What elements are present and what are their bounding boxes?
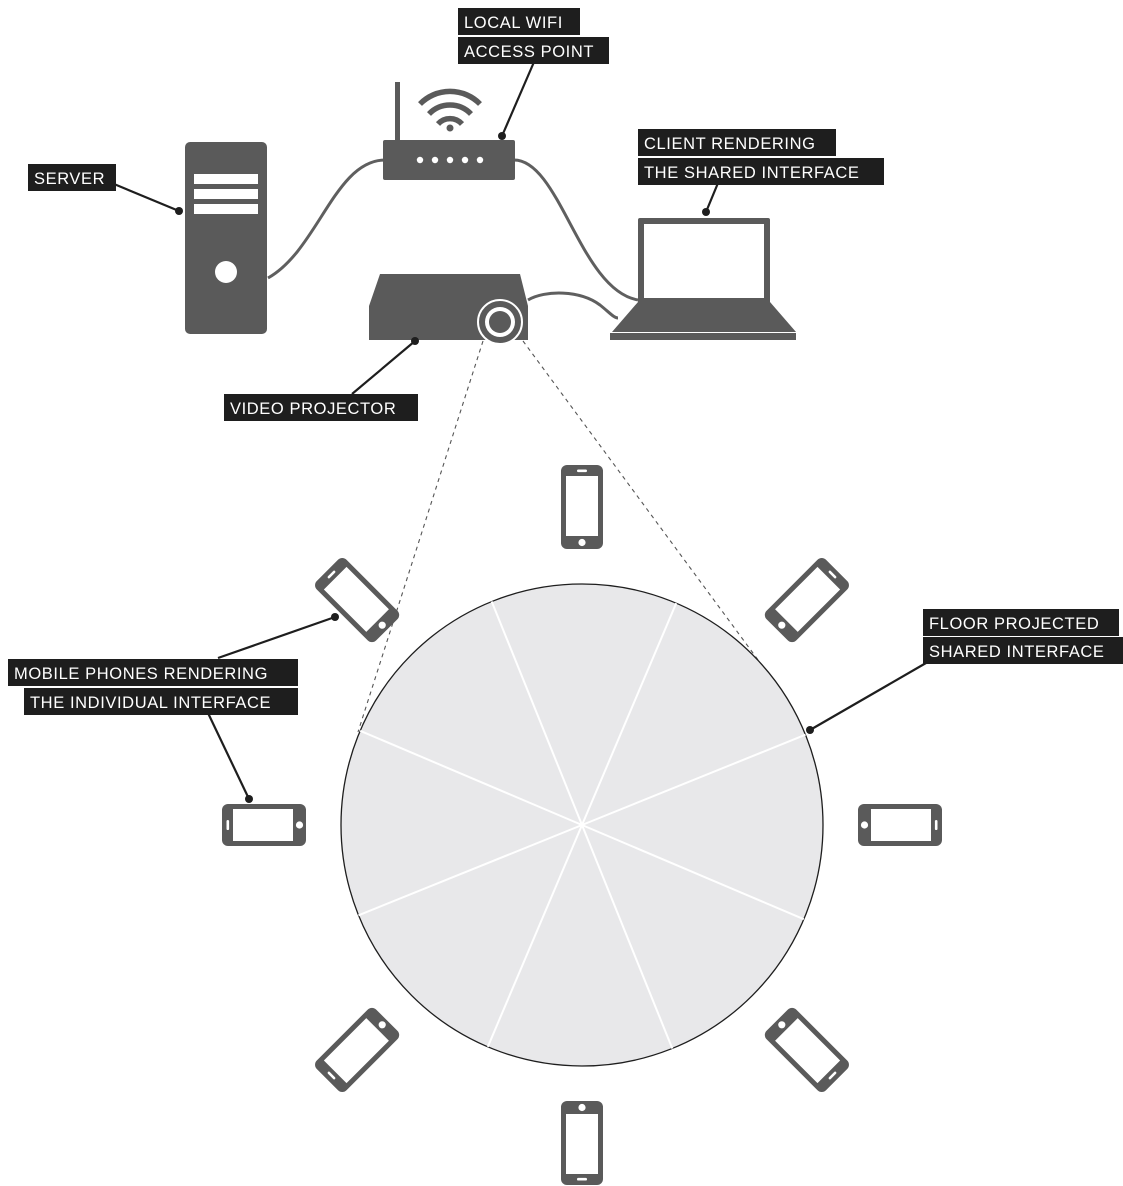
mobile-phone-icon [561,1101,603,1185]
floor-leader [809,662,927,731]
mobile-phone-icon [222,804,306,846]
phones-label: MOBILE PHONES RENDERING THE INDIVIDUAL I… [8,659,298,715]
client-label: CLIENT RENDERING THE SHARED INTERFACE [638,129,884,185]
floor-segment-line [490,601,583,826]
projector-leader [351,340,416,395]
projector-label: VIDEO PROJECTOR [224,394,418,421]
floor-segment-line [581,602,678,826]
mobile-phone-icon [561,465,603,549]
server-router-cable [267,158,386,280]
floor-segment-line [359,729,583,826]
video-projector-icon [369,274,528,345]
wifi-label-line1: LOCAL WIFI [464,14,563,32]
labels: LOCAL WIFI ACCESS POINT SERVER CLIENT RE… [8,8,1123,715]
mobile-phone-icon [764,558,849,643]
projection-beam [357,340,765,733]
server-tower-icon [185,142,267,334]
mobile-phones [222,465,942,1185]
server-leader [113,182,180,213]
client-label-line2: THE SHARED INTERFACE [644,164,860,182]
floor-segment-line [581,733,806,826]
floor-segment-line [581,824,805,921]
floor-label: FLOOR PROJECTED SHARED INTERFACE [923,609,1123,664]
server-label-text: SERVER [34,170,105,188]
floor-label-line1: FLOOR PROJECTED [929,615,1099,633]
laptop-icon [610,218,796,340]
phones-leader-lower [207,712,250,800]
client-label-line1: CLIENT RENDERING [644,135,816,153]
projector-label-text: VIDEO PROJECTOR [230,400,396,418]
wifi-label: LOCAL WIFI ACCESS POINT [458,8,609,64]
projector-laptop-cable [527,291,619,320]
beam-right-edge [522,340,765,669]
router-laptop-cable [513,158,639,302]
floor-projected-interface [340,583,824,1067]
phones-leader-upper [217,615,336,660]
wifi-leader [500,61,536,137]
floor-segment-line [486,824,583,1048]
mobile-phone-icon [315,558,400,643]
wifi-label-line2: ACCESS POINT [464,43,594,61]
client-leader [704,182,720,213]
mobile-phone-icon [858,804,942,846]
floor-segment-lines [358,601,806,1049]
wifi-router-icon [383,82,515,180]
floor-segment-line [358,824,583,917]
phones-label-line1: MOBILE PHONES RENDERING [14,665,268,683]
cables [267,158,639,320]
floor-segment-line [581,824,674,1049]
leader-lines [113,61,927,803]
phones-label-line2: THE INDIVIDUAL INTERFACE [30,694,271,712]
floor-label-line2: SHARED INTERFACE [929,643,1105,661]
mobile-phone-icon [764,1007,849,1092]
mobile-phone-icon [315,1007,400,1092]
wifi-signal-icon [418,88,482,126]
server-label: SERVER [28,164,116,191]
